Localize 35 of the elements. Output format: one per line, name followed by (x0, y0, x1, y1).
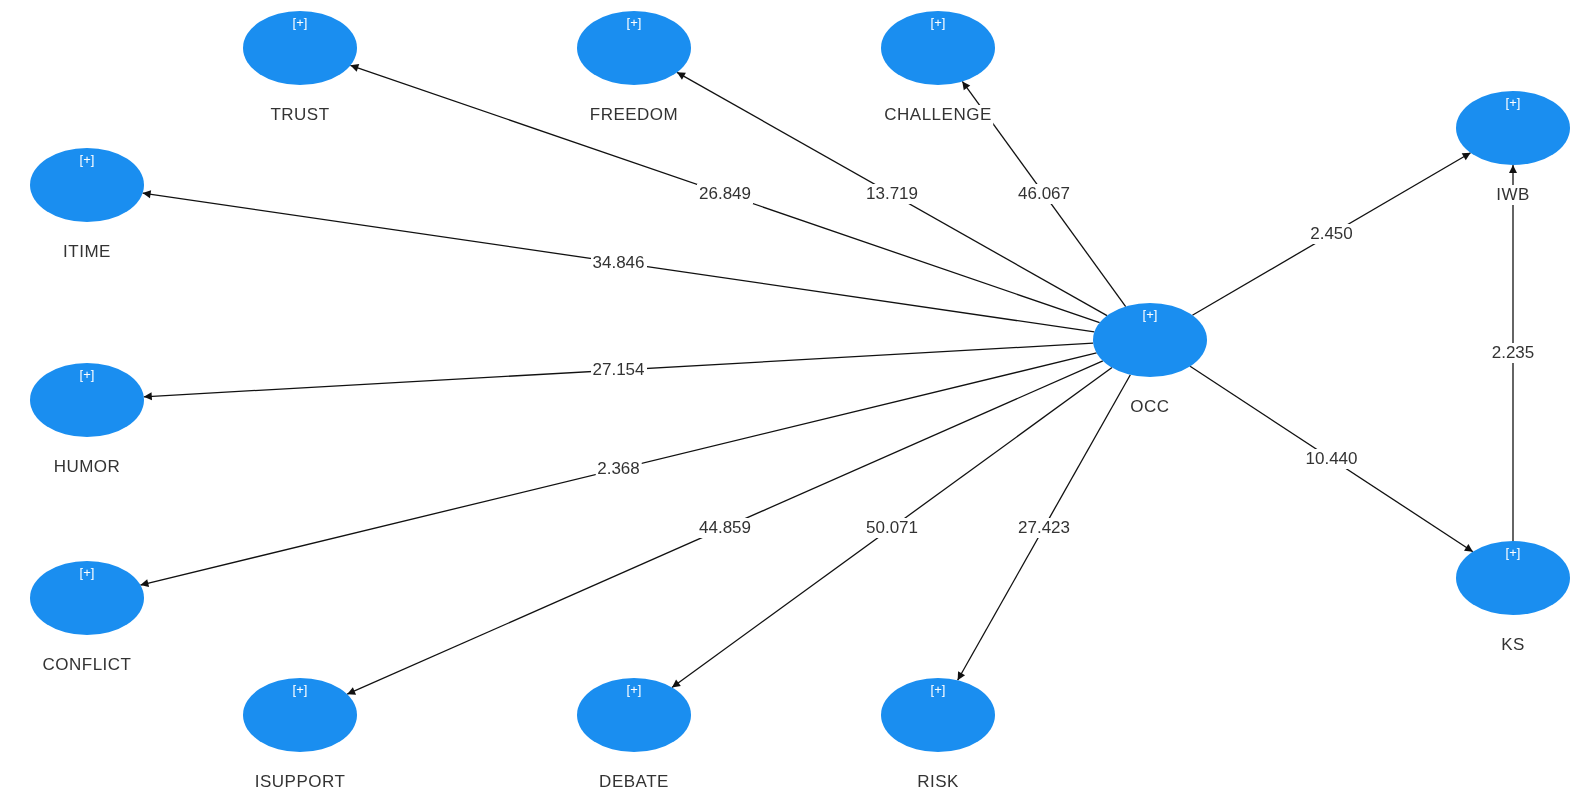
arrow (141, 190, 1096, 333)
arrow (671, 366, 1113, 689)
expand-marker: [+] (1505, 545, 1521, 560)
edge-label: 27.423 (1016, 517, 1072, 538)
arrow (349, 64, 1101, 324)
expand-marker: [+] (79, 565, 95, 580)
arrow (139, 352, 1098, 588)
edge-label: 26.849 (697, 184, 753, 204)
edge-label: 46.067 (1016, 184, 1072, 204)
construct-name: CHALLENGE (882, 105, 994, 125)
expand-marker: [+] (930, 682, 946, 697)
expand-marker: [+] (1142, 307, 1158, 322)
edge-label: 13.719 (864, 184, 920, 204)
arrow (676, 71, 1108, 317)
edge-label: 2.235 (1489, 343, 1537, 363)
edge-label: 50.071 (864, 517, 920, 538)
edge-label: 2.450 (1308, 224, 1355, 244)
edge-label: 10.440 (1303, 449, 1360, 469)
expand-marker: [+] (930, 15, 946, 30)
expand-marker: [+] (292, 682, 308, 697)
expand-marker: [+] (626, 682, 642, 697)
arrow (957, 374, 1131, 681)
expand-marker: [+] (79, 367, 95, 382)
arrow (346, 360, 1104, 695)
expand-marker: [+] (292, 15, 308, 30)
arrow (1509, 164, 1517, 542)
edge-label: 44.859 (697, 517, 753, 538)
expand-marker: [+] (79, 152, 95, 167)
expand-marker: [+] (626, 15, 642, 30)
expand-marker: [+] (1505, 95, 1521, 110)
arrow (143, 342, 1094, 401)
arrow (1191, 152, 1472, 316)
construct-name: IWB (1494, 185, 1532, 205)
arrow (1189, 365, 1474, 553)
edge-label: 2.368 (595, 459, 642, 479)
